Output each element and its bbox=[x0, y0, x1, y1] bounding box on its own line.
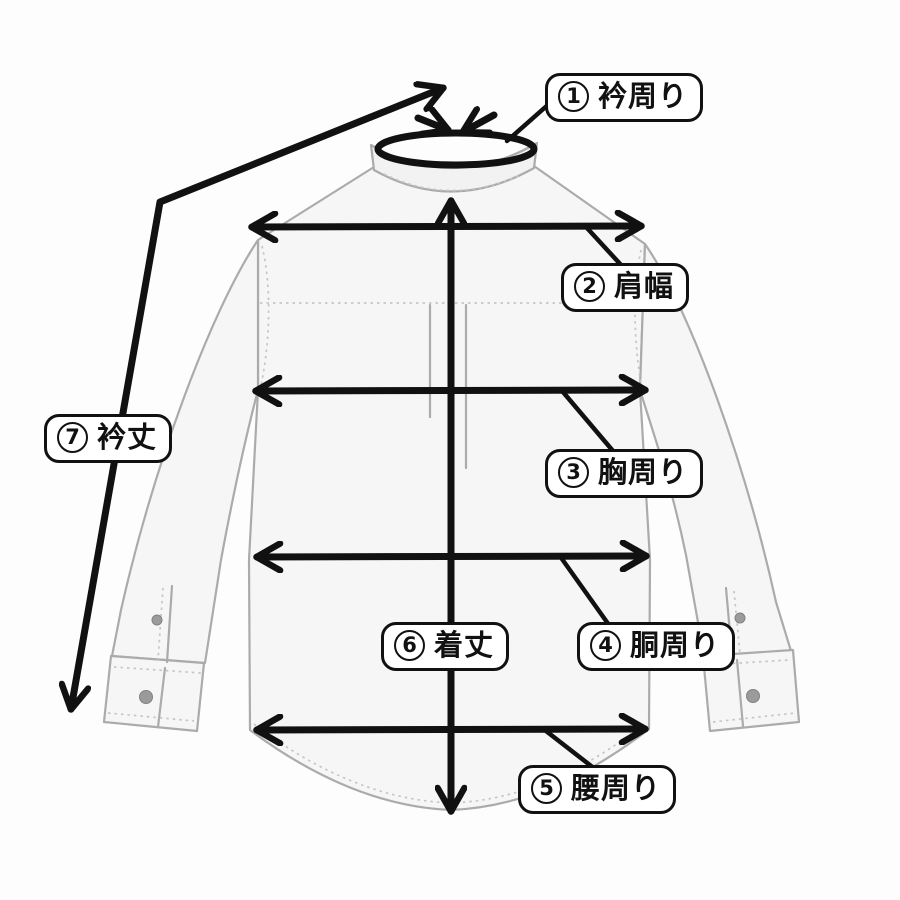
shoulder-width-arrow bbox=[252, 226, 641, 227]
label-hip-text: 腰周り bbox=[571, 771, 662, 805]
label-sleeve-length-number: 7 bbox=[57, 422, 88, 454]
pointer-waist bbox=[559, 556, 612, 628]
label-hip-number: 5 bbox=[531, 773, 562, 805]
measurement-marks bbox=[71, 88, 646, 811]
left-placket-button bbox=[151, 614, 163, 626]
label-shoulder-text: 肩幅 bbox=[614, 269, 675, 303]
label-chest-circumference: 3 胸周り bbox=[545, 449, 704, 498]
collar-inward-arrow-right bbox=[463, 115, 498, 132]
label-body-length-number: 6 bbox=[394, 630, 425, 662]
shirt-left-cuff bbox=[102, 654, 206, 733]
label-collar-text: 衿周り bbox=[598, 79, 689, 113]
label-shoulder-number: 2 bbox=[574, 271, 605, 303]
collar-stitch bbox=[383, 173, 523, 192]
pointer-collar bbox=[504, 100, 553, 144]
pointer-chest bbox=[560, 389, 616, 454]
label-waist-text: 胴周り bbox=[630, 628, 721, 662]
label-collar-number: 1 bbox=[558, 81, 589, 113]
label-waist-number: 4 bbox=[590, 630, 621, 662]
right-cuff-opening bbox=[735, 658, 745, 728]
shirt-right-sleeve bbox=[638, 242, 793, 658]
right-placket-button bbox=[734, 612, 746, 624]
left-cuff-stitch-bottom bbox=[107, 712, 195, 722]
left-cuff-button bbox=[139, 690, 153, 704]
pointer-hip bbox=[543, 728, 598, 772]
right-placket-stitch bbox=[733, 590, 741, 655]
label-waist-circumference: 4 胴周り bbox=[577, 622, 736, 671]
label-shoulder-width: 2 肩幅 bbox=[561, 263, 690, 312]
label-body-length-text: 着丈 bbox=[434, 628, 495, 662]
pointer-shoulder bbox=[584, 225, 625, 269]
label-body-length: 6 着丈 bbox=[381, 622, 510, 671]
label-hip-circumference: 5 腰周り bbox=[518, 765, 677, 814]
label-sleeve-length-text: 衿丈 bbox=[97, 420, 158, 454]
label-sleeve-collar-length: 7 衿丈 bbox=[44, 414, 173, 463]
right-cuff-button bbox=[746, 689, 760, 703]
collar-inward-arrow-left bbox=[414, 118, 448, 130]
label-chest-text: 胸周り bbox=[598, 455, 689, 489]
label-collar-circumference: 1 衿周り bbox=[545, 73, 704, 122]
sleeve-length-arrow bbox=[71, 88, 443, 709]
right-cuff-stitch-bottom bbox=[712, 712, 796, 723]
label-chest-number: 3 bbox=[558, 457, 589, 489]
right-armhole-stitch bbox=[634, 249, 643, 391]
